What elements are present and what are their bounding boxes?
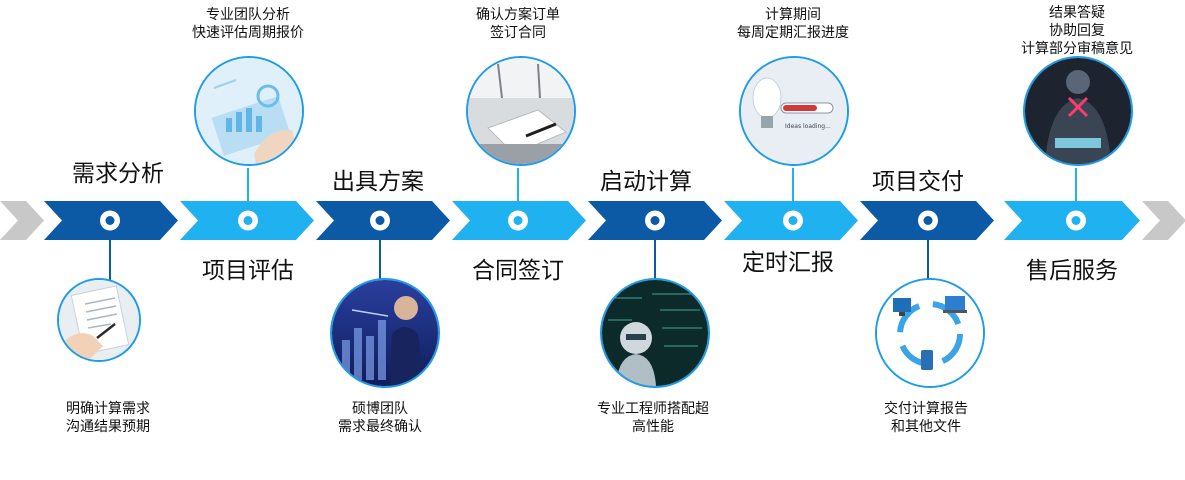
stage-title-delivery: 项目交付 (872, 169, 964, 195)
loading-label: Ideas loading... (785, 123, 831, 130)
desc-line: 专业团队分析 (206, 7, 290, 23)
desc-line: 协助回复 (1049, 23, 1105, 39)
desc-line: 专业工程师搭配超 (597, 401, 709, 417)
businessman-touch-icon (330, 278, 440, 388)
desc-line: 和其他文件 (891, 419, 961, 435)
desc-line: 确认方案订单 (476, 7, 560, 23)
contract-signing-icon (466, 56, 576, 166)
desc-line: 高性能 (632, 419, 674, 435)
marker-dot-5 (650, 216, 660, 225)
stage-desc-project-evaluation: 专业团队分析 快速评估周期报价 (192, 6, 304, 42)
desc-line: 快速评估周期报价 (192, 25, 304, 41)
stage-desc-proposal: 硕博团队 需求最终确认 (338, 400, 422, 436)
gray-lead-chevron (0, 201, 44, 240)
stage-desc-demand-analysis: 明确计算需求 沟通结果预期 (66, 400, 150, 436)
marker-dot-3 (375, 216, 385, 225)
stage-desc-contract: 确认方案订单 签订合同 (476, 6, 560, 42)
document-writing-icon (57, 278, 141, 362)
desc-line: 交付计算报告 (884, 401, 968, 417)
desc-line: 计算部分审稿意见 (1021, 41, 1133, 57)
marker-dot-7 (923, 216, 933, 225)
desc-line: 签订合同 (490, 25, 546, 41)
marker-dot-6 (788, 216, 798, 225)
stage-desc-start-computing: 专业工程师搭配超 高性能 (597, 400, 709, 436)
stage-title-project-evaluation: 项目评估 (202, 258, 294, 284)
data-analysis-icon (194, 56, 304, 166)
desc-line: 明确计算需求 (66, 401, 150, 417)
stage-title-contract: 合同签订 (472, 258, 564, 284)
marker-dot-4 (513, 216, 523, 225)
marker-dot-8 (1071, 216, 1081, 225)
lightbulb-loading-icon: Ideas loading... (739, 56, 849, 166)
stage-title-proposal: 出具方案 (332, 169, 424, 195)
stage-title-demand-analysis: 需求分析 (72, 161, 164, 187)
robot-formula-icon (600, 278, 710, 388)
desc-line: 沟通结果预期 (66, 419, 150, 435)
stage-desc-regular-report: 计算期间 每周定期汇报进度 (737, 6, 849, 42)
desc-line: 硕博团队 (352, 401, 408, 417)
desc-line: 每周定期汇报进度 (737, 25, 849, 41)
network-devices-icon (875, 278, 985, 388)
stage-desc-delivery: 交付计算报告 和其他文件 (884, 400, 968, 436)
desc-line: 计算期间 (765, 7, 821, 23)
stage-title-start-computing: 启动计算 (600, 169, 692, 195)
stage-desc-after-sales: 结果答疑 协助回复 计算部分审稿意见 (1021, 4, 1133, 58)
support-tools-icon (1023, 56, 1133, 166)
gray-tail-chevron (1142, 201, 1185, 240)
marker-dot-2 (243, 216, 253, 225)
marker-dot-1 (105, 216, 115, 225)
stage-title-after-sales: 售后服务 (1026, 258, 1118, 284)
desc-line: 需求最终确认 (338, 419, 422, 435)
stage-title-regular-report: 定时汇报 (742, 250, 834, 276)
desc-line: 结果答疑 (1049, 5, 1105, 21)
